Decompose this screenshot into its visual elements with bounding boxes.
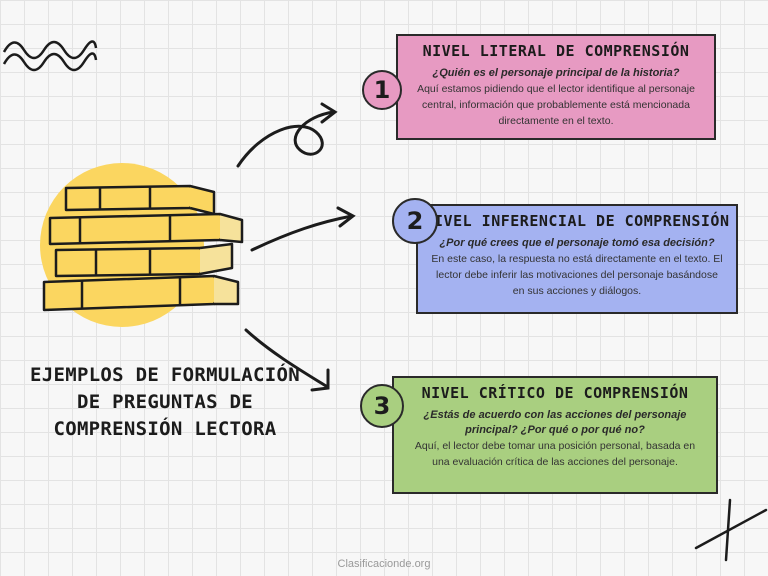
- card-critical: NIVEL CRÍTICO DE COMPRENSIÓN ¿Estás de a…: [392, 376, 718, 494]
- card-description: Aquí estamos pidiendo que el lector iden…: [417, 83, 695, 127]
- arrow-to-card-1: [236, 102, 338, 168]
- number-badge-3: 3: [360, 384, 404, 428]
- card-title: NIVEL CRÍTICO DE COMPRENSIÓN: [421, 384, 689, 402]
- number-badge-1: 1: [362, 70, 402, 110]
- card-description: En este caso, la respuesta no está direc…: [431, 253, 723, 297]
- footer-credit: Clasificacionde.org: [337, 558, 431, 570]
- main-title: EJEMPLOS DE FORMULACIÓN DE PREGUNTAS DE …: [30, 364, 300, 440]
- card-inferential: NIVEL INFERENCIAL DE COMPRENSIÓN ¿Por qu…: [416, 204, 738, 314]
- squiggle-decoration: [2, 40, 98, 60]
- card-literal: NIVEL LITERAL DE COMPRENSIÓN ¿Quién es e…: [396, 34, 716, 140]
- card-question: ¿Quién es el personaje principal de la h…: [432, 67, 680, 79]
- card-question: ¿Por qué crees que el personaje tomó esa…: [439, 237, 715, 249]
- card-description: Aquí, el lector debe tomar una posición …: [414, 440, 696, 468]
- books-stack-icon: [42, 184, 244, 312]
- arrow-to-card-3: [244, 328, 330, 392]
- card-question: ¿Estás de acuerdo con las acciones del p…: [423, 409, 687, 436]
- arrow-to-card-2: [250, 206, 356, 252]
- cross-decoration: [694, 498, 768, 562]
- number-badge-2: 2: [392, 198, 438, 244]
- card-title: NIVEL INFERENCIAL DE COMPRENSIÓN: [424, 212, 730, 230]
- card-title: NIVEL LITERAL DE COMPRENSIÓN: [422, 42, 690, 60]
